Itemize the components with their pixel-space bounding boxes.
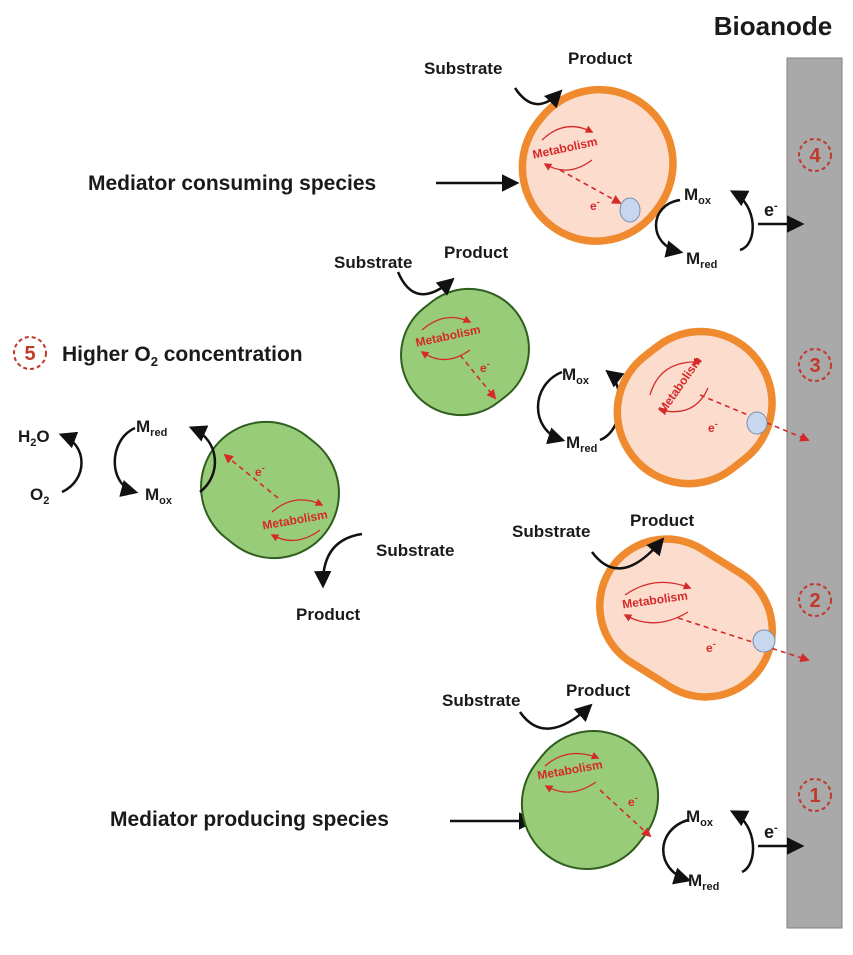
svg-text:2: 2 <box>809 590 820 612</box>
cell-4-mred: Mred <box>686 249 717 271</box>
cell-1-electrode-electron: e- <box>764 822 778 842</box>
cell-4-substrate: Substrate <box>424 59 502 78</box>
cell-3-membrane-protein <box>746 411 768 435</box>
cell-green-upper-substrate: Substrate <box>334 253 412 272</box>
cell-1-electron: e- <box>628 793 638 809</box>
cell-2-substrate: Substrate <box>512 522 590 541</box>
cell-4-mox: Mox <box>684 185 712 207</box>
cell-3-mred: Mred <box>566 433 597 455</box>
cell-4-membrane-protein <box>619 197 641 223</box>
svg-text:4: 4 <box>809 145 821 167</box>
step-1-marker: 1 <box>798 778 832 812</box>
cell-4-product: Product <box>568 49 633 68</box>
mediator-producing-label: Mediator producing species <box>110 808 389 831</box>
step-2-marker: 2 <box>798 583 832 617</box>
cell-5-substrate: Substrate <box>376 541 454 560</box>
cell-1-mox: Mox <box>686 807 714 829</box>
cell-4-electrode-electron: e- <box>764 200 778 220</box>
cell-5-electron: e- <box>255 463 265 479</box>
cell-2-product: Product <box>630 511 695 530</box>
cell-2-orange <box>595 535 777 701</box>
cell-3-electron: e- <box>708 419 718 435</box>
cell-5-mred: Mred <box>136 417 167 439</box>
cell-4-orange <box>518 85 677 245</box>
water-label: H2O <box>18 427 50 449</box>
oxygen-label: O2 <box>30 485 49 507</box>
cell-1-mred: Mred <box>688 871 719 893</box>
cell-3-orange <box>613 327 776 488</box>
cell-1-green <box>520 730 660 870</box>
bioanode-electrode <box>786 57 843 929</box>
cell-green-upper-product: Product <box>444 243 509 262</box>
cell-green-upper <box>400 287 530 417</box>
cell-1-product: Product <box>566 681 631 700</box>
cell-2-membrane-protein <box>752 629 776 653</box>
higher-o2-label: Higher O2 concentration <box>62 343 303 369</box>
cell-green-upper-electron: e- <box>480 359 490 375</box>
cell-4-electron: e- <box>590 197 600 213</box>
svg-text:1: 1 <box>809 785 820 807</box>
cell-2-electron: e- <box>706 639 716 655</box>
cell-5-mox: Mox <box>145 485 173 507</box>
step-4-marker: 4 <box>798 138 832 172</box>
mediator-consuming-label: Mediator consuming species <box>88 172 376 195</box>
cell-3-mox: Mox <box>562 365 590 387</box>
step-3-marker: 3 <box>798 348 832 382</box>
cell-5-green <box>200 420 340 560</box>
svg-text:5: 5 <box>24 343 35 365</box>
bioanode-title: Bioanode <box>714 11 832 41</box>
cell-1-substrate: Substrate <box>442 691 520 710</box>
step-5-marker: 5 <box>13 336 47 370</box>
svg-text:3: 3 <box>809 355 820 377</box>
cell-5-product: Product <box>296 605 361 624</box>
